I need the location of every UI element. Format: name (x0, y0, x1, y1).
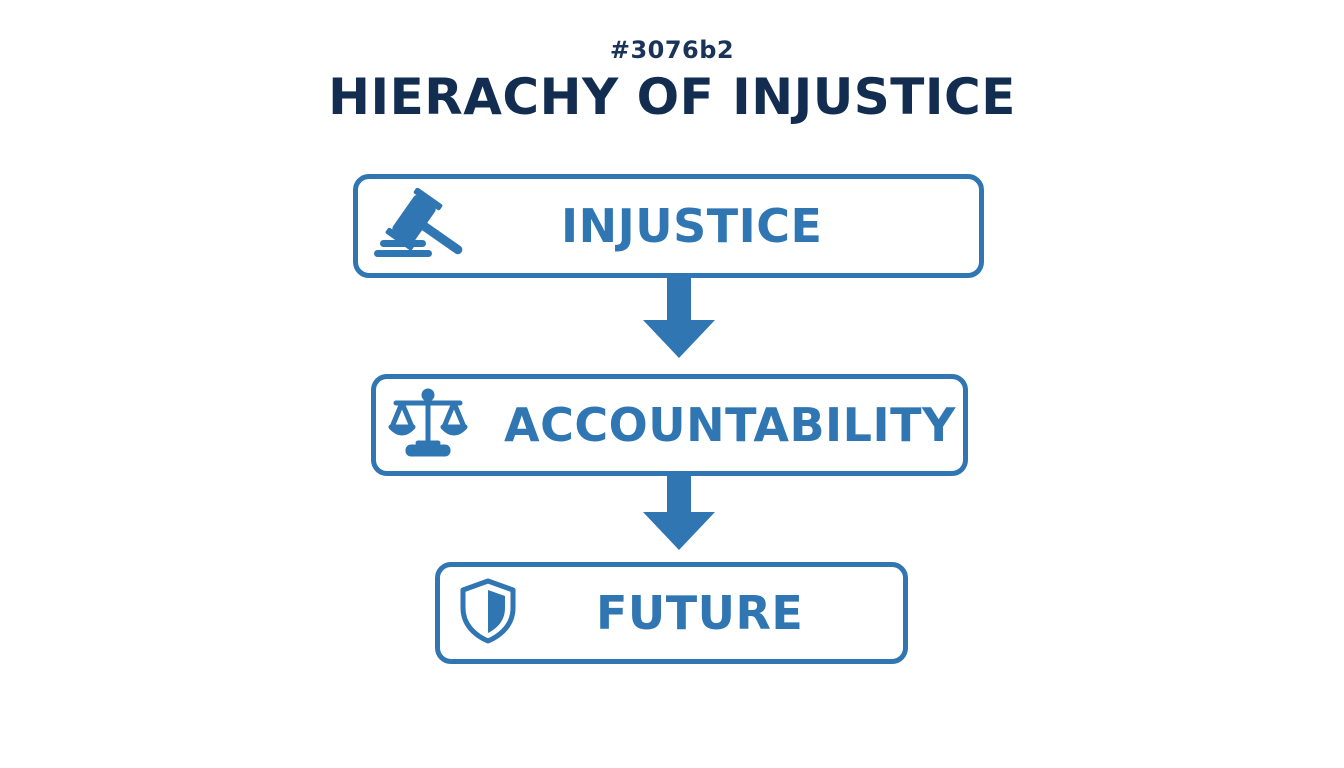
node-future: FUTURE (435, 562, 908, 664)
page-title: HIERACHY OF INJUSTICE (328, 68, 1016, 126)
arrow-accountability-to-future (643, 474, 715, 556)
scales-icon (388, 387, 468, 463)
node-accountability: ACCOUNTABILITY (371, 374, 968, 476)
node-future-label: FUTURE (596, 586, 804, 640)
color-code-subtitle: #3076b2 (609, 36, 735, 64)
gavel-icon (374, 187, 466, 264)
shield-icon (460, 578, 516, 648)
node-accountability-label: ACCOUNTABILITY (504, 398, 956, 452)
node-injustice-label: INJUSTICE (561, 199, 823, 253)
node-injustice: INJUSTICE (353, 174, 984, 278)
arrow-injustice-to-accountability (643, 278, 715, 364)
